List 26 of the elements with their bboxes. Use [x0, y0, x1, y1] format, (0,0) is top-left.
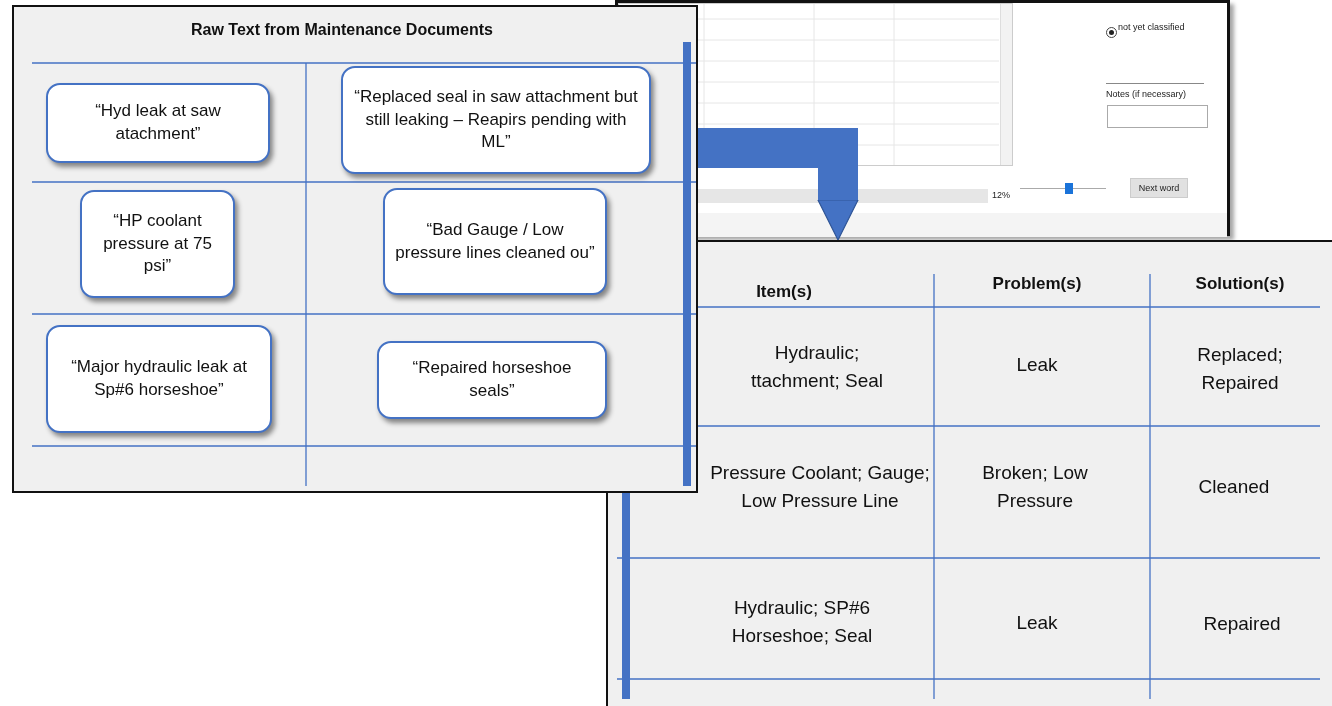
table-cell-text: Cleaned	[1197, 474, 1271, 499]
table-cell-text: Replaced; Repaired	[1196, 342, 1284, 395]
table-cell-text: Hydraulic; SP#6 Horseshoe; Seal	[730, 595, 874, 648]
panel-title: Raw Text from Maintenance Documents	[190, 21, 494, 39]
table-cell-text: Repaired	[1202, 611, 1282, 636]
table-panel	[606, 240, 1332, 706]
quote-box: “HP coolant pressure at 75 psi”	[80, 190, 235, 298]
next-word-button: Next word	[1130, 178, 1188, 198]
document-panel	[12, 5, 698, 493]
quote-box: “Replaced seal in saw attachment but still leaking – Reapirs pending with ML”	[341, 66, 651, 174]
table-cell-text: Hydraulic; ttachment; Seal	[750, 340, 884, 393]
quote-box: “Repaired horseshoe seals”	[377, 341, 607, 419]
quote-box: “Hyd leak at saw atachment”	[46, 83, 270, 163]
progress-percent: 12%	[992, 190, 1010, 200]
column-header: Item(s)	[755, 281, 813, 303]
column-header: Problem(s)	[991, 273, 1083, 295]
table-cell-text: Pressure Coolant; Gauge; Low Pressure Line	[709, 460, 931, 513]
table-cell-text: Broken; Low Pressure	[981, 460, 1089, 513]
elbow-arrow	[698, 128, 859, 241]
table-cell-text: Leak	[1015, 610, 1059, 635]
column-header: Solution(s)	[1194, 273, 1286, 295]
radio-label: not yet classified	[1118, 22, 1185, 32]
table-cell-text: Leak	[1015, 352, 1059, 377]
quote-box: “Major hydraulic leak at Sp#6 horseshoe”	[46, 325, 272, 433]
quote-box: “Bad Gauge / Low pressure lines cleaned ou”	[383, 188, 607, 295]
field-label: Notes (if necessary)	[1106, 89, 1187, 99]
